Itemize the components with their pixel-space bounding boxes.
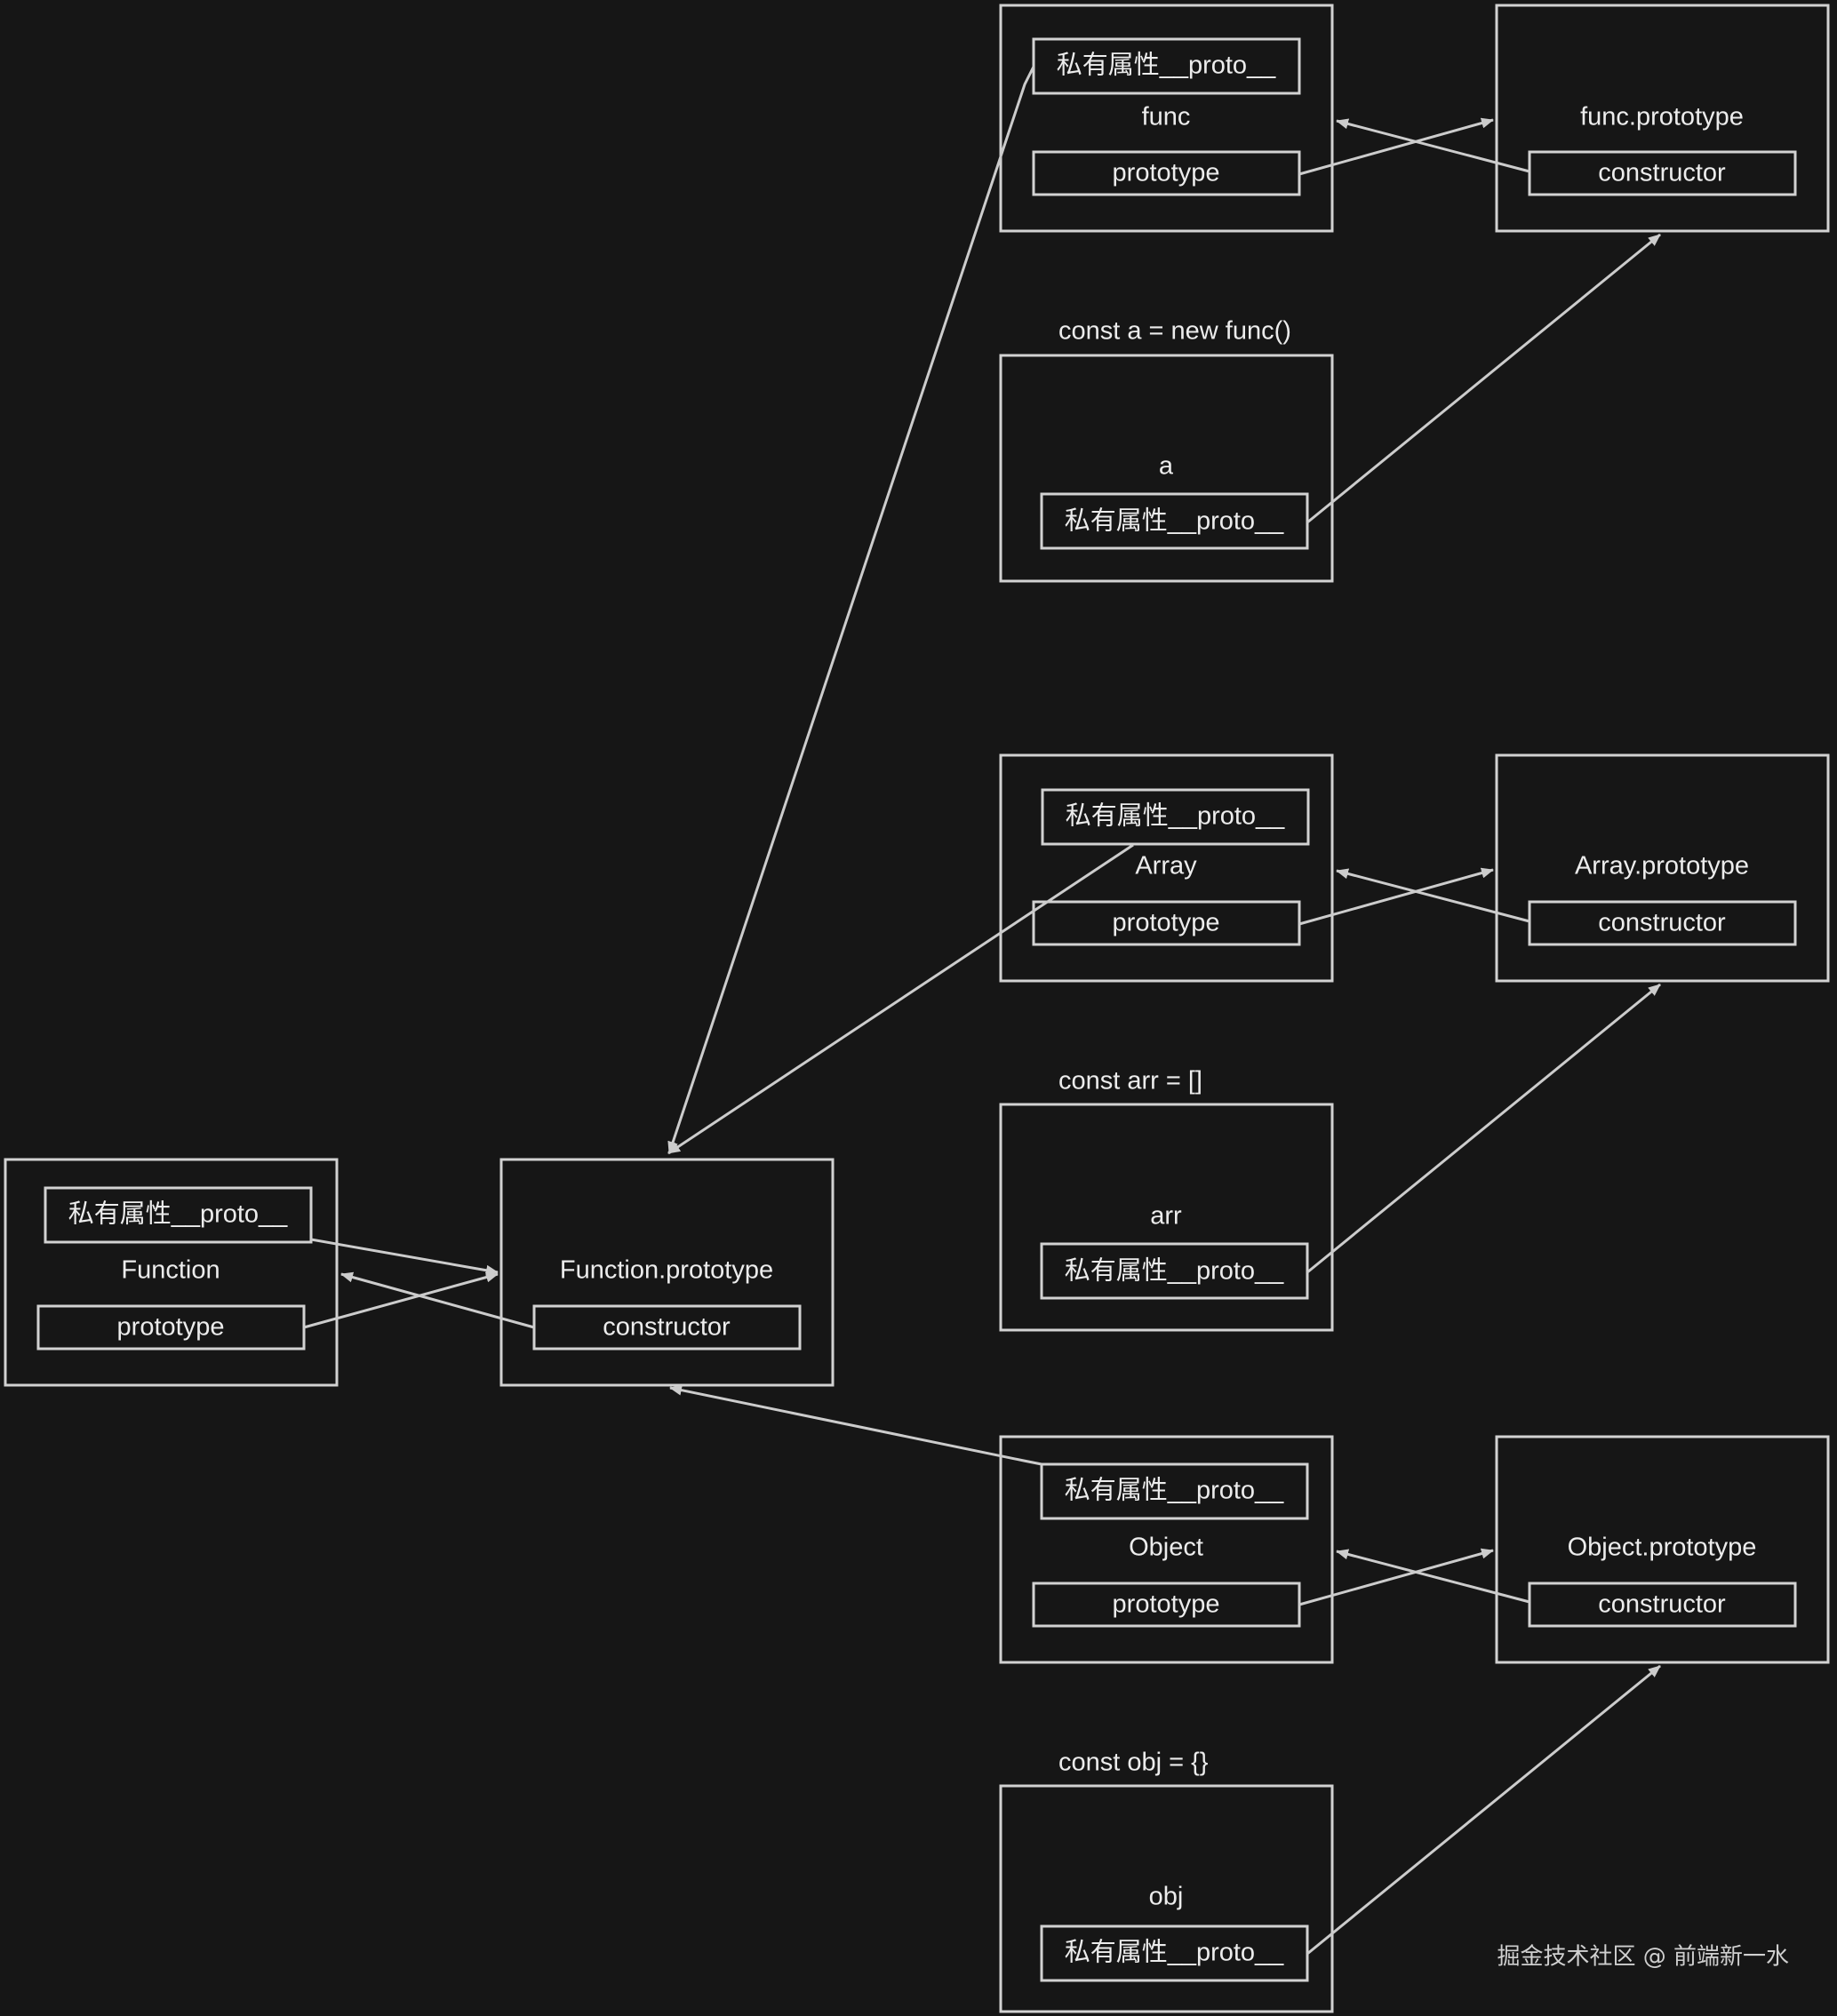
a-proto-label: 私有属性__proto__ [1065, 506, 1284, 536]
function-node: 私有属性__proto__ Function prototype [4, 1158, 339, 1387]
function-name: Function [121, 1256, 220, 1285]
arr-caption: const arr = [] [1058, 1067, 1202, 1096]
func-node: 私有属性__proto__ func prototype [999, 4, 1334, 233]
arrow-function-constructor-to-function [340, 1271, 535, 1329]
arrow-func-prototype-to-func-prototype-object [1298, 117, 1494, 176]
arrow-object-constructor-to-object [1336, 1549, 1530, 1604]
object-proto-label: 私有属性__proto__ [1065, 1476, 1284, 1505]
arrow-object-proto-to-function-prototype [669, 1384, 1042, 1466]
func-prototype-name: func.prototype [1580, 103, 1744, 131]
array-prototype-constructor-label: constructor [1598, 909, 1726, 937]
arrow-array-proto-to-function-prototype [667, 843, 1134, 1155]
object-prototype-name: Object.prototype [1568, 1534, 1757, 1562]
function-box [4, 1158, 339, 1387]
function-prototype-name: Function.prototype [560, 1256, 773, 1285]
arrow-func-proto-to-function-prototype [667, 66, 1035, 1154]
arrow-array-constructor-to-array [1336, 868, 1530, 923]
array-prototype-box [1495, 753, 1830, 983]
array-box [999, 753, 1334, 983]
obj-caption: const obj = {} [1058, 1749, 1209, 1777]
a-node: const a = new func() a 私有属性__proto__ [999, 317, 1334, 583]
function-proto-field [44, 1186, 313, 1244]
func-name: func [1142, 103, 1191, 131]
object-node: 私有属性__proto__ Object prototype [999, 1435, 1334, 1664]
arrow-a-proto-to-func-prototype [1306, 233, 1661, 524]
function-prototype-constructor-label: constructor [603, 1313, 731, 1342]
arrow-object-prototype-to-object-prototype-object [1298, 1548, 1494, 1606]
object-prototype-label: prototype [1113, 1590, 1220, 1619]
array-prototype-constructor-field [1528, 900, 1797, 946]
arrow-func-constructor-to-func [1336, 118, 1530, 173]
object-prototype-node: Object.prototype constructor [1495, 1435, 1830, 1664]
arrow-arr-proto-to-array-prototype [1306, 983, 1661, 1274]
array-proto-field [1041, 788, 1310, 846]
obj-box [999, 1784, 1334, 2013]
func-prototype-node: func.prototype constructor [1495, 4, 1830, 233]
object-proto-field [1040, 1462, 1309, 1520]
function-prototype-node: Function.prototype constructor [499, 1158, 835, 1387]
arrow-function-proto-to-function-prototype [310, 1238, 499, 1276]
array-node: 私有属性__proto__ Array prototype [999, 753, 1334, 983]
array-name: Array [1135, 852, 1197, 881]
array-prototype-name: Array.prototype [1575, 852, 1749, 881]
func-prototype-label: prototype [1113, 159, 1220, 187]
object-prototype-constructor-label: constructor [1598, 1590, 1726, 1619]
function-prototype-label: prototype [117, 1313, 225, 1342]
arrow-array-prototype-to-array-prototype-object [1298, 867, 1494, 926]
func-box [999, 4, 1334, 233]
array-proto-label: 私有属性__proto__ [1066, 801, 1285, 831]
func-prototype-constructor-label: constructor [1598, 159, 1726, 187]
watermark: 掘金技术社区 @ 前端新一水 [1497, 1944, 1789, 1971]
object-prototype-constructor-field [1528, 1582, 1797, 1628]
obj-node: const obj = {} obj 私有属性__proto__ [999, 1749, 1334, 2013]
func-proto-field [1032, 37, 1301, 95]
function-proto-label: 私有属性__proto__ [68, 1199, 288, 1229]
array-prototype-label: prototype [1113, 909, 1220, 937]
arr-name: arr [1150, 1202, 1182, 1231]
object-box [999, 1435, 1334, 1664]
arr-proto-label: 私有属性__proto__ [1065, 1256, 1284, 1286]
function-prototype-box [499, 1158, 835, 1387]
a-box [999, 354, 1334, 583]
a-name: a [1159, 452, 1174, 481]
func-prototype-box [1495, 4, 1830, 233]
arr-node: const arr = [] arr 私有属性__proto__ [999, 1067, 1334, 1332]
arrows [303, 66, 1661, 1956]
array-prototype-node: Array.prototype constructor [1495, 753, 1830, 983]
arr-box [999, 1103, 1334, 1332]
a-caption: const a = new func() [1058, 317, 1291, 346]
func-prototype-constructor-field [1528, 150, 1797, 196]
object-prototype-box [1495, 1435, 1830, 1664]
obj-name: obj [1149, 1883, 1184, 1911]
func-proto-label: 私有属性__proto__ [1057, 51, 1276, 80]
object-name: Object [1129, 1534, 1203, 1562]
obj-proto-label: 私有属性__proto__ [1065, 1938, 1284, 1967]
arrow-function-prototype-to-function-prototype-object [303, 1271, 499, 1329]
arrow-obj-proto-to-object-prototype [1306, 1664, 1661, 1956]
